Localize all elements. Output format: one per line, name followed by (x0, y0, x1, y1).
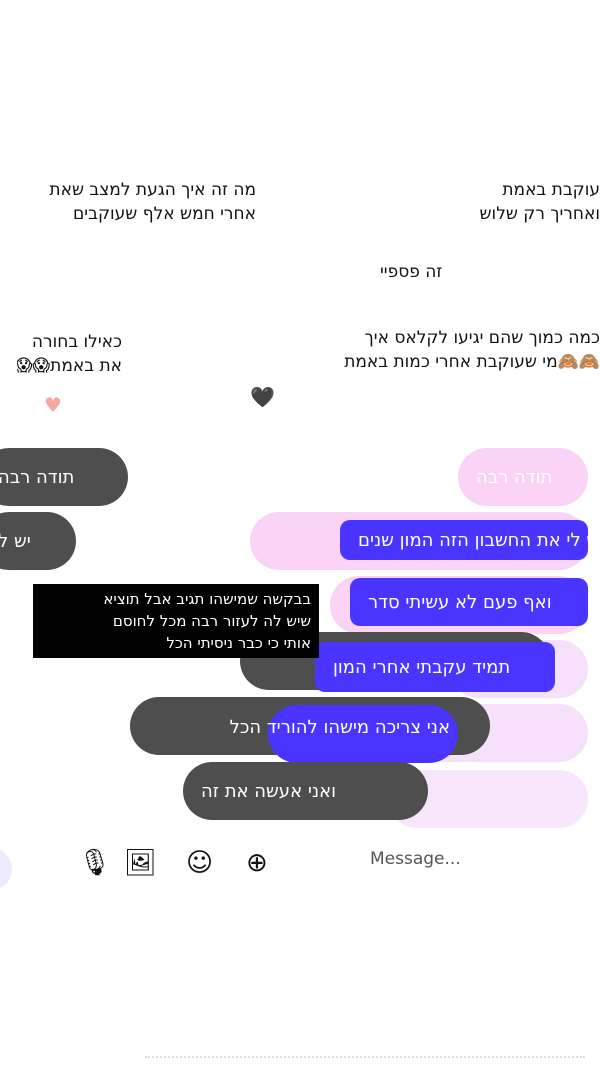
bubble-thanks: תודה רבה (458, 448, 588, 506)
message-text: כמה כמוך שהם יגיעו לקלאס איך (364, 328, 600, 348)
emoji-icon: 😱😱 (17, 356, 51, 376)
bubble-always: תמיד עקבתי אחרי המון (315, 642, 555, 692)
heart-black-icon: 🖤 (250, 385, 275, 409)
message-center: זה פספיי (380, 262, 443, 282)
message-text: כאילו בחורה (31, 332, 122, 352)
bubble-thanks-gray: תודה רבה (0, 448, 128, 506)
notice-box: בבקשה שמישהו תגיב אבל תוציא שיש לה לעזור… (33, 584, 319, 658)
camera-button[interactable] (0, 848, 12, 890)
notice-line: אותי כי כבר ניסיתי הכל (166, 634, 311, 652)
bubble-do: ואני אעשה את זה (183, 762, 428, 820)
plus-icon[interactable]: ⊕ (246, 848, 268, 878)
message-text: עוקבת באמת (502, 180, 600, 200)
message-text: אחרי חמש אלף שעוקבים (73, 204, 256, 224)
message-right-1: עוקבת באמת ואחריך רק שלוש (480, 178, 600, 226)
message-text: את באמת😱😱 (17, 354, 122, 378)
message-left-2: כאילו בחורה את באמת😱😱 (0, 330, 122, 378)
notice-line: שיש לה לעזור רבה מכל לחוסם (112, 612, 311, 630)
bubble-account-gray: יש ל (0, 512, 76, 570)
message-left-1: מה זה איך הגעת למצב שאת אחרי חמש אלף שעו… (0, 178, 256, 226)
sticker-icon[interactable]: ☺ (186, 848, 214, 878)
message-right-2: כמה כמוך שהם יגיעו לקלאס איך 🙈🙈מי שעוקבת… (344, 326, 600, 374)
bubble-need-text: אני צריכה מישהו להוריד הכל (229, 717, 450, 738)
emoji-icon: 🙈🙈 (557, 352, 600, 372)
image-icon[interactable]: 🖼 (124, 848, 158, 878)
bubble-never: ואף פעם לא עשיתי סדר (350, 578, 588, 626)
bubble-account: יש לי את החשבון הזה המון שנים (340, 520, 588, 560)
notice-line: בבקשה שמישהו תגיב אבל תוציא (103, 590, 311, 608)
bubble-need (268, 705, 458, 763)
message-text: 🙈🙈מי שעוקבת אחרי כמות באמת (344, 352, 600, 372)
divider (145, 1056, 585, 1058)
mic-icon[interactable]: 🎙 (78, 848, 112, 878)
message-text: ואחריך רק שלוש (479, 204, 600, 224)
message-text: מה זה איך הגעת למצב שאת (49, 180, 256, 200)
heart-icon: ♥ (44, 393, 62, 417)
message-input[interactable]: Message... (370, 849, 461, 869)
